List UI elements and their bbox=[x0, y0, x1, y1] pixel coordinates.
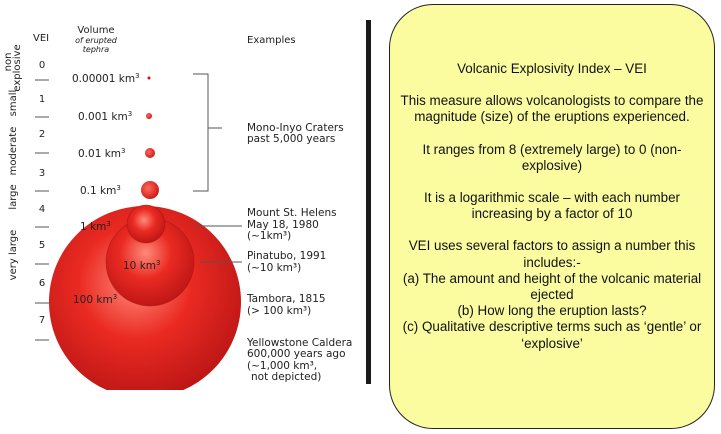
st-helens-label-line3: (~1km³) bbox=[247, 230, 291, 242]
vei-level-7: 7 bbox=[39, 315, 45, 326]
info-title: Volcanic Explosivity Index – VEI bbox=[457, 61, 647, 76]
vei-diagram: VEI Volume of erupted tephra Examples no… bbox=[3, 25, 352, 390]
vei-info-box: Volcanic Explosivity Index – VEI This me… bbox=[389, 4, 715, 429]
sphere-1km3 bbox=[126, 204, 166, 244]
volume-label-vei5: 10 km3 bbox=[123, 259, 160, 272]
sphere-0.1km3 bbox=[141, 181, 159, 199]
sphere-0.001km3 bbox=[146, 113, 152, 119]
info-paragraph-3: It is a logarithmic scale – with each nu… bbox=[423, 190, 681, 222]
volume-header-line3: tephra bbox=[83, 45, 109, 54]
vei-level-4: 4 bbox=[39, 204, 45, 215]
tambora-label-line1: Tambora, 1815 bbox=[246, 293, 326, 305]
yellowstone-label-line1: Yellowstone Caldera bbox=[246, 337, 352, 349]
category-moderate-label: moderate bbox=[8, 127, 19, 176]
examples-header: Examples bbox=[247, 35, 296, 46]
volume-label-vei6: 100 km3 bbox=[73, 293, 117, 306]
volume-header-line1: Volume bbox=[77, 25, 114, 36]
vei-info-content: Volcanic Explosivity Index – VEI This me… bbox=[398, 61, 706, 352]
st-helens-label-line2: May 18, 1980 bbox=[247, 219, 319, 231]
vei-level-6: 6 bbox=[39, 278, 45, 289]
info-paragraph-4: VEI uses several factors to assign a num… bbox=[408, 238, 696, 270]
info-paragraph-1: This measure allows volcanologists to co… bbox=[400, 93, 704, 125]
sphere-0.01km3 bbox=[145, 148, 155, 158]
category-small-label: small bbox=[8, 90, 19, 117]
category-large-label: large bbox=[8, 184, 19, 209]
yellowstone-label-line2: 600,000 years ago bbox=[247, 348, 346, 360]
sphere-0.00001km3 bbox=[147, 76, 151, 80]
tambora-label-line2: (> 100 km³) bbox=[247, 305, 311, 317]
mono-inyo-bracket bbox=[193, 73, 222, 192]
pinatubo-label-line1: Pinatubo, 1991 bbox=[247, 250, 326, 262]
vei-level-1: 1 bbox=[39, 94, 45, 105]
category-very-large-label: very large bbox=[8, 230, 19, 281]
vei-level-5: 5 bbox=[39, 240, 45, 251]
yellowstone-label-line3: (~1,000 km³, bbox=[247, 360, 317, 372]
vei-scale: 0 1 2 3 4 5 6 7 bbox=[35, 60, 49, 341]
vei-level-0: 0 bbox=[39, 60, 45, 71]
volume-label-vei1: 0.001 km3 bbox=[78, 110, 132, 123]
info-paragraph-2: It ranges from 8 (extremely large) to 0 … bbox=[422, 141, 682, 173]
mono-inyo-label-line1: Mono-Inyo Craters bbox=[247, 122, 344, 134]
volume-label-vei4: 1 km3 bbox=[80, 220, 111, 233]
info-item-b: (b) How long the eruption lasts? bbox=[457, 303, 647, 319]
volume-header-line2: of erupted bbox=[75, 36, 118, 45]
volume-label-vei3: 0.1 km3 bbox=[80, 184, 121, 197]
mono-inyo-label-line2: past 5,000 years bbox=[247, 133, 335, 145]
category-non-label: non bbox=[3, 53, 14, 72]
vei-column-header: VEI bbox=[33, 33, 49, 44]
category-explosive-label: explosive bbox=[12, 44, 23, 91]
vertical-divider bbox=[366, 20, 371, 384]
volume-label-vei0: 0.00001 km3 bbox=[72, 72, 140, 85]
volume-label-vei2: 0.01 km3 bbox=[78, 147, 126, 160]
vei-level-2: 2 bbox=[39, 129, 45, 140]
vei-level-3: 3 bbox=[39, 168, 45, 179]
info-item-c: (c) Qualitative descriptive terms such a… bbox=[402, 319, 702, 351]
pinatubo-label-line2: (~10 km³) bbox=[247, 262, 301, 274]
info-item-a: (a) The amount and height of the volcani… bbox=[402, 270, 702, 303]
yellowstone-label-line4: not depicted) bbox=[251, 371, 321, 383]
st-helens-label-line1: Mount St. Helens bbox=[247, 207, 337, 219]
